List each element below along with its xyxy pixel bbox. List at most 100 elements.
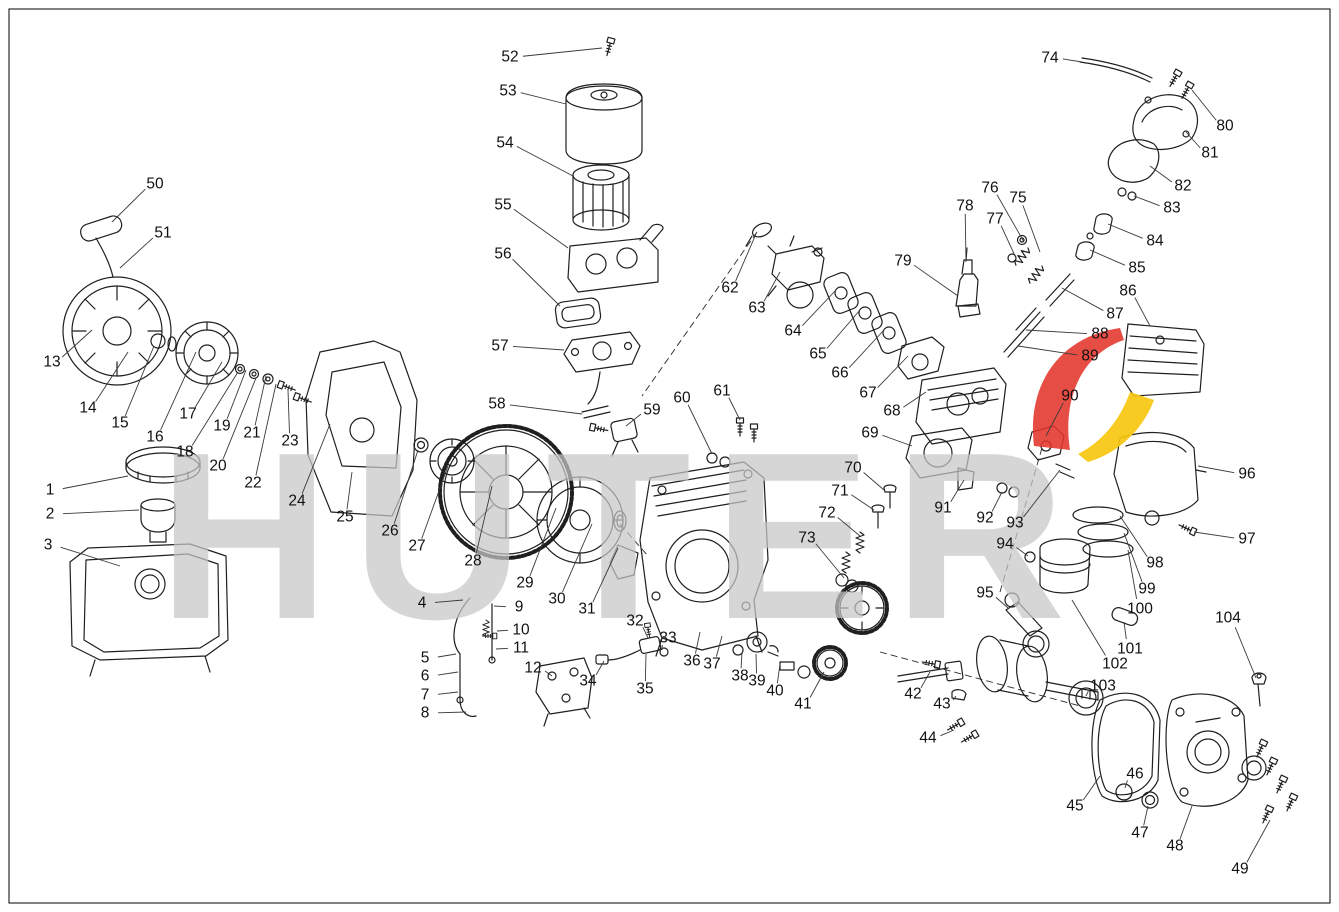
leader-line-50 xyxy=(111,188,146,223)
leader-line-25 xyxy=(346,471,353,510)
part-callout-92: 92 xyxy=(976,510,993,527)
fuel-tank xyxy=(69,543,229,677)
part-callout-101: 101 xyxy=(1117,641,1143,658)
part-callout-44: 44 xyxy=(919,730,937,747)
leader-line-59 xyxy=(625,413,642,427)
leader-line-95 xyxy=(995,596,1009,609)
leader-line-10 xyxy=(496,629,509,632)
leader-line-68 xyxy=(903,391,927,408)
leader-line-80 xyxy=(1191,89,1217,121)
oil-dipstick xyxy=(1251,672,1267,707)
leader-line-9 xyxy=(493,605,507,608)
part-callout-45: 45 xyxy=(1066,798,1083,815)
part-callout-78: 78 xyxy=(956,198,973,215)
leader-line-18 xyxy=(191,371,239,446)
cover-bolt xyxy=(602,36,616,58)
leader-line-31 xyxy=(592,547,619,603)
leader-line-53 xyxy=(520,92,567,105)
leader-line-75 xyxy=(1022,205,1041,253)
intake-gaskets xyxy=(823,272,907,354)
air-filter-cover xyxy=(565,83,643,165)
leader-line-37 xyxy=(715,635,723,657)
leader-line-21 xyxy=(254,375,267,426)
leader-line-41 xyxy=(809,671,825,698)
leader-line-45 xyxy=(1082,775,1101,801)
part-callout-28: 28 xyxy=(464,553,481,570)
intake-pipe xyxy=(897,336,945,380)
leader-line-51 xyxy=(119,237,154,269)
leader-line-88 xyxy=(1025,329,1088,335)
carb-spacer xyxy=(563,331,641,405)
oil-seals xyxy=(1115,783,1159,809)
leader-line-85 xyxy=(1089,249,1126,266)
construction-lines xyxy=(619,231,1081,707)
leader-line-16 xyxy=(160,351,197,431)
part-callout-2: 2 xyxy=(46,506,55,523)
part-callout-42: 42 xyxy=(904,686,921,703)
leader-line-23 xyxy=(287,389,290,434)
leader-line-94 xyxy=(1016,547,1029,557)
part-callout-98: 98 xyxy=(1146,555,1163,572)
part-callout-14: 14 xyxy=(79,400,97,417)
part-callout-71: 71 xyxy=(831,483,848,500)
leader-line-86 xyxy=(1134,297,1151,327)
part-callout-103: 103 xyxy=(1090,678,1116,695)
part-callout-57: 57 xyxy=(491,338,508,355)
watermark-text: HUTER xyxy=(158,404,1088,669)
part-callout-22: 22 xyxy=(244,475,261,492)
case-gasket xyxy=(1091,692,1161,803)
rocker-cover xyxy=(1132,94,1199,151)
camshaft-gear xyxy=(812,581,889,681)
part-callout-104: 104 xyxy=(1215,610,1241,627)
page-border xyxy=(8,8,1331,904)
part-callout-52: 52 xyxy=(501,49,518,66)
leader-line-52 xyxy=(522,47,603,57)
part-callout-66: 66 xyxy=(831,365,848,382)
leader-line-96 xyxy=(1197,465,1235,474)
part-callout-16: 16 xyxy=(146,429,163,446)
control-bracket xyxy=(535,657,593,727)
leader-line-72 xyxy=(837,517,861,537)
leader-line-102 xyxy=(1071,599,1106,656)
leader-line-67 xyxy=(877,355,909,389)
carb-studs xyxy=(581,405,611,435)
part-callout-29: 29 xyxy=(516,575,533,592)
leader-line-32 xyxy=(642,627,649,639)
part-callout-47: 47 xyxy=(1131,825,1148,842)
spacer-washer xyxy=(613,510,627,532)
part-callout-85: 85 xyxy=(1128,260,1145,277)
part-callout-83: 83 xyxy=(1163,200,1180,217)
leader-line-7 xyxy=(437,691,459,695)
leader-line-81 xyxy=(1185,131,1201,149)
leader-line-83 xyxy=(1133,195,1160,207)
muffler-bolt xyxy=(1177,521,1198,537)
ignition-bracket xyxy=(609,544,639,580)
part-callout-35: 35 xyxy=(636,681,653,698)
part-callout-55: 55 xyxy=(494,197,511,214)
callout-layer: 1234567891011121314151617181920212223242… xyxy=(43,47,1271,878)
leader-line-40 xyxy=(776,663,781,684)
leader-line-27 xyxy=(421,465,449,539)
head-brackets xyxy=(957,463,1075,498)
air-filter-base xyxy=(567,223,664,293)
leader-line-44 xyxy=(940,729,955,737)
part-callout-4: 4 xyxy=(418,595,427,612)
cylinder-shroud xyxy=(1121,323,1205,397)
spark-plug xyxy=(955,247,981,318)
leader-line-71 xyxy=(851,494,875,511)
leader-line-29 xyxy=(529,507,557,576)
part-callout-69: 69 xyxy=(861,425,878,442)
leader-line-2 xyxy=(62,509,140,515)
part-callout-21: 21 xyxy=(243,425,260,442)
part-callout-9: 9 xyxy=(515,599,524,616)
starter-pulley xyxy=(175,321,239,385)
valves-lifters xyxy=(835,484,897,593)
leader-line-28 xyxy=(475,485,493,554)
part-callout-56: 56 xyxy=(494,246,511,263)
part-callout-82: 82 xyxy=(1174,178,1191,195)
part-callout-70: 70 xyxy=(844,460,862,477)
part-callout-65: 65 xyxy=(809,346,826,363)
part-callout-93: 93 xyxy=(1006,515,1023,532)
leader-line-8 xyxy=(437,711,467,714)
woodruff-key xyxy=(951,689,967,701)
